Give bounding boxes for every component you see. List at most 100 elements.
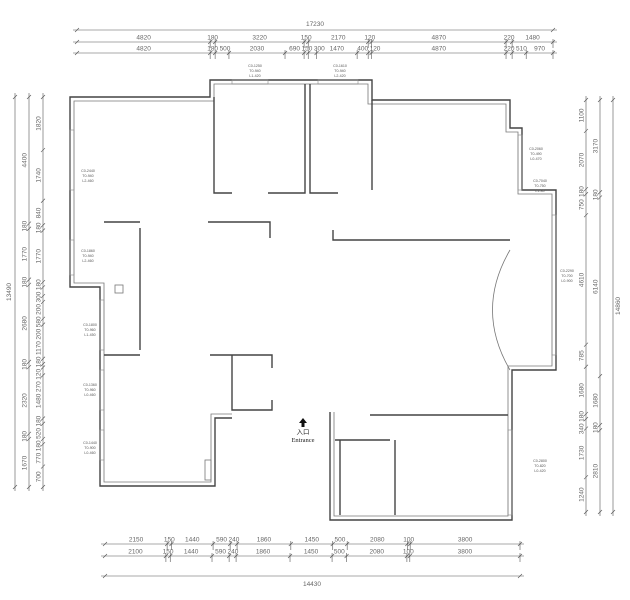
window-label: T0-750 — [534, 184, 545, 188]
bottom_row1-value: 590 — [216, 537, 227, 544]
left_col3-value: 1740 — [36, 168, 43, 183]
dimension-tick — [597, 422, 603, 428]
left_col2-value: 180 — [22, 359, 29, 370]
window-label: L0-460 — [84, 393, 95, 397]
left_col3-value: 520 — [36, 428, 43, 439]
dimension-tick — [517, 573, 523, 579]
top_row2-value: 220 — [504, 46, 515, 53]
right_col2-value: 6140 — [593, 279, 600, 294]
top_row2-value: 500 — [220, 46, 231, 53]
bottom_row2-value: 2100 — [128, 549, 143, 556]
dimension-tick — [26, 484, 32, 490]
window-label: C0-1440 — [83, 441, 97, 445]
dimension-tick — [583, 364, 589, 369]
bottom_row1-value: 150 — [164, 537, 175, 544]
bottom_row2-value: 1860 — [256, 549, 271, 556]
bottom_row2-value: 100 — [403, 549, 414, 556]
window-label: T0-700 — [561, 274, 572, 278]
top-total-dimension: 17230 — [306, 21, 324, 28]
window-label: T0-960 — [84, 388, 95, 392]
window-label: T0-940 — [249, 69, 260, 73]
top_row1-value: 2170 — [331, 35, 346, 42]
dimension-tick — [40, 356, 46, 361]
left_col3-value: 840 — [36, 207, 43, 218]
bottom_row2-value: 500 — [334, 549, 345, 556]
left_col2-value: 2680 — [22, 316, 29, 331]
dimension-tick — [610, 97, 616, 103]
dimension-tick — [597, 509, 603, 515]
dimension-tick — [583, 128, 589, 134]
right_col1-value: 1240 — [579, 487, 586, 502]
left_col2-value: 180 — [22, 431, 29, 442]
right_col1-value: 4610 — [579, 272, 586, 287]
top_row2-value: 400 — [357, 46, 368, 53]
dimension-tick — [74, 27, 80, 33]
dimension-tick — [583, 426, 589, 431]
dimension-tick — [597, 195, 603, 200]
right_col1-value: 1100 — [579, 108, 586, 122]
dimension-tick — [40, 198, 46, 203]
window-label: L0-420 — [534, 469, 545, 473]
dimension-tick — [40, 228, 46, 233]
left_col3-value: 180 — [36, 415, 43, 426]
dimension-tick — [40, 94, 46, 100]
bottom_row1-value: 500 — [335, 537, 346, 544]
window-label: T0-940 — [334, 69, 345, 73]
top_row2-value: 4820 — [136, 46, 151, 53]
top_row1-value: 150 — [301, 35, 312, 42]
right_col2-value: 180 — [593, 189, 600, 200]
dimension-tick — [550, 27, 556, 33]
dimension-tick — [583, 97, 589, 103]
windows — [69, 79, 557, 516]
bottom_row2-value: 1440 — [184, 549, 199, 556]
dimension-tick — [597, 428, 603, 433]
dimension-tick — [102, 573, 108, 579]
dimension-tick — [583, 411, 589, 417]
window-label: C0-2440 — [81, 169, 95, 173]
dimension-tick — [40, 416, 46, 421]
dimension-tick — [597, 373, 603, 379]
left_col3-value: 180 — [36, 356, 43, 367]
top_row2-value: 690 — [289, 46, 300, 53]
dimension-tick — [40, 223, 46, 228]
top_row2-value: 1470 — [330, 46, 345, 53]
top_row2-value: 2030 — [250, 46, 265, 53]
dimension-tick — [40, 361, 46, 367]
dimension-tick — [102, 541, 108, 547]
dimension-tick — [40, 421, 46, 426]
bottom_row2-value: 1450 — [304, 549, 319, 556]
entrance-marker: 入口 Entrance — [291, 418, 315, 444]
dimension-tick — [26, 359, 32, 365]
dimension-tick — [583, 474, 589, 480]
left_col3-value: 180 — [36, 440, 43, 451]
dimension-tick — [40, 365, 46, 370]
top_row1-value: 4870 — [432, 35, 447, 42]
top_row2-value: 150 — [301, 46, 312, 53]
dimension-tick — [597, 97, 603, 103]
dimension-tick — [597, 190, 603, 195]
window-label: L0-900 — [561, 279, 572, 283]
dimension-tick — [12, 94, 18, 100]
top_row2-value: 4870 — [432, 46, 447, 53]
top_row2-value: 510 — [516, 46, 527, 53]
dimension-tick — [26, 277, 32, 282]
right_col2-value: 180 — [593, 422, 600, 433]
dimension-tick — [26, 364, 32, 370]
dimension-tick — [40, 299, 46, 305]
right_col2-value: 1680 — [593, 393, 600, 408]
window-label: C0-1360 — [83, 383, 97, 387]
dimension-tick — [583, 212, 589, 218]
bottom_row1-value: 1450 — [305, 537, 320, 544]
window-label: C0-1800 — [83, 323, 97, 327]
dimension-tick — [74, 50, 80, 56]
right_col1-value: 1680 — [579, 383, 586, 398]
left_col2-value: 2320 — [22, 393, 29, 408]
right_col1-value: 180 — [579, 411, 586, 422]
left_col3-value: 700 — [36, 471, 43, 482]
top_row2-value: 180 — [207, 46, 218, 53]
top_row1-value: 1480 — [525, 35, 540, 42]
left_col3-value: 200 — [36, 304, 43, 315]
interior-walls — [104, 84, 511, 515]
left_col3-value: 1480 — [36, 393, 43, 408]
dimension-tick — [12, 484, 18, 490]
